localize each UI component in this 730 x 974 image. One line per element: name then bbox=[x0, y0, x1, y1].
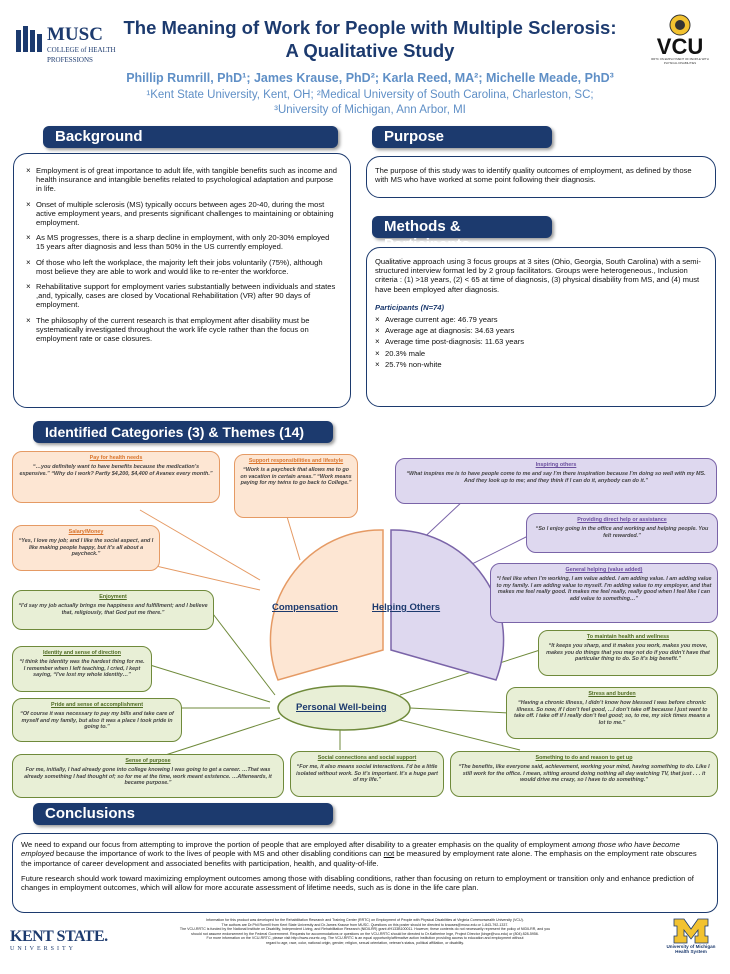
theme-stress: Stress and burden“Having a chronic illne… bbox=[506, 687, 718, 739]
participant-stat: Average age at diagnosis: 34.63 years bbox=[375, 326, 707, 335]
background-item: As MS progresses, there is a sharp decli… bbox=[26, 233, 338, 251]
methods-heading: Methods & Participants bbox=[372, 216, 552, 253]
background-item: Onset of multiple sclerosis (MS) typical… bbox=[26, 200, 338, 228]
purpose-box: The purpose of this study was to identif… bbox=[366, 156, 716, 198]
wellbeing-ellipse bbox=[277, 685, 411, 731]
theme-something: Something to do and reason to get up“The… bbox=[450, 751, 718, 797]
connector-line bbox=[149, 717, 281, 761]
theme-enjoyment: Enjoyment“I’d say my job actually brings… bbox=[12, 590, 214, 630]
helping-label: Helping Others bbox=[372, 602, 441, 613]
authors: Phillip Rumrill, PhD¹; James Krause, PhD… bbox=[126, 71, 614, 85]
theme-inspiring: Inspiring others“What inspires me is to … bbox=[395, 458, 717, 504]
background-heading: Background bbox=[43, 126, 338, 148]
participant-stat: Average current age: 46.79 years bbox=[375, 315, 707, 324]
musc-building-icon bbox=[16, 26, 42, 52]
background-box: Employment is of great importance to adu… bbox=[13, 153, 351, 408]
vcu-seal-icon bbox=[669, 14, 691, 36]
vcu-text: VCU bbox=[656, 34, 704, 59]
theme-direct: Providing direct help or assistance“So I… bbox=[526, 513, 718, 553]
methods-text: Qualitative approach using 3 focus group… bbox=[375, 257, 701, 294]
theme-pay: Pay for health needs“…you definitely wan… bbox=[12, 451, 220, 503]
connector-line bbox=[399, 719, 521, 751]
background-item: Of those who left the workplace, the maj… bbox=[26, 258, 338, 276]
block-m-icon bbox=[673, 918, 709, 944]
affiliations: ¹Kent State University, Kent, OH; ²Medic… bbox=[146, 89, 594, 116]
vcu-logo: VCU RRTC ON EMPLOYMENT OF PEOPLE WITH PH… bbox=[645, 14, 715, 74]
participant-stat: Average time post-diagnosis: 11.63 years bbox=[375, 337, 707, 346]
background-item: Employment is of great importance to adu… bbox=[26, 166, 338, 194]
theme-identity: Identity and sense of direction“I think … bbox=[12, 646, 152, 692]
participant-stat: 25.7% non-white bbox=[375, 360, 707, 369]
theme-valued: General helping (value added)“I feel lik… bbox=[490, 563, 718, 623]
musc-sub2: PROFESSIONS bbox=[47, 56, 93, 64]
vcu-caption: RRTC ON EMPLOYMENT OF PEOPLE WITH PHYSIC… bbox=[651, 57, 709, 65]
connector-line bbox=[149, 664, 271, 703]
musc-logo: MUSC COLLEGE of HEALTH PROFESSIONS bbox=[14, 20, 116, 74]
wellbeing-label: Personal Well-being bbox=[296, 702, 387, 713]
poster-title: The Meaning of Work for People with Mult… bbox=[123, 17, 617, 61]
conclusions-heading: Conclusions bbox=[33, 803, 333, 825]
theme-social: Social connections and social support“Fo… bbox=[290, 751, 444, 797]
purpose-heading: Purpose bbox=[372, 126, 552, 148]
kent-state-logo: KENT STATE. UNIVERSITY bbox=[10, 928, 108, 952]
theme-support: Support responsibilities and lifestyle“W… bbox=[234, 454, 358, 518]
michigan-logo: University of Michigan Health System bbox=[660, 918, 722, 954]
theme-salary: Salary/Money“Yes, I love my job; and I l… bbox=[12, 525, 160, 571]
musc-name: MUSC bbox=[47, 24, 103, 45]
helping-sector bbox=[390, 529, 505, 681]
participant-stat: 20.3% male bbox=[375, 349, 707, 358]
purpose-text: The purpose of this study was to identif… bbox=[375, 166, 692, 185]
background-item: Rehabilitative support for employment va… bbox=[26, 282, 338, 310]
footer-disclaimer: Information for this product was develop… bbox=[179, 918, 551, 945]
compensation-label: Compensation bbox=[272, 602, 338, 613]
conclusions-paragraph-2: Future research should work toward maxim… bbox=[21, 873, 694, 893]
theme-health: To maintain health and wellness“It keeps… bbox=[538, 630, 718, 676]
conclusions-box: We need to expand our focus from attempt… bbox=[12, 833, 718, 913]
participants-title: Participants (N=74) bbox=[375, 302, 445, 312]
methods-box: Qualitative approach using 3 focus group… bbox=[366, 247, 716, 407]
background-item: The philosophy of the current research i… bbox=[26, 316, 338, 344]
connector-line bbox=[284, 509, 301, 561]
musc-sub1: COLLEGE of HEALTH bbox=[47, 46, 116, 54]
compensation-sector bbox=[269, 529, 384, 681]
categories-heading: Identified Categories (3) & Themes (14) bbox=[33, 421, 333, 443]
categories-diagram bbox=[129, 484, 551, 761]
connector-line bbox=[209, 609, 276, 696]
conclusions-paragraph-1: We need to expand our focus from attempt… bbox=[21, 840, 697, 868]
theme-pride: Pride and sense of accomplishment“Of cou… bbox=[12, 698, 182, 742]
connector-line bbox=[139, 509, 261, 581]
